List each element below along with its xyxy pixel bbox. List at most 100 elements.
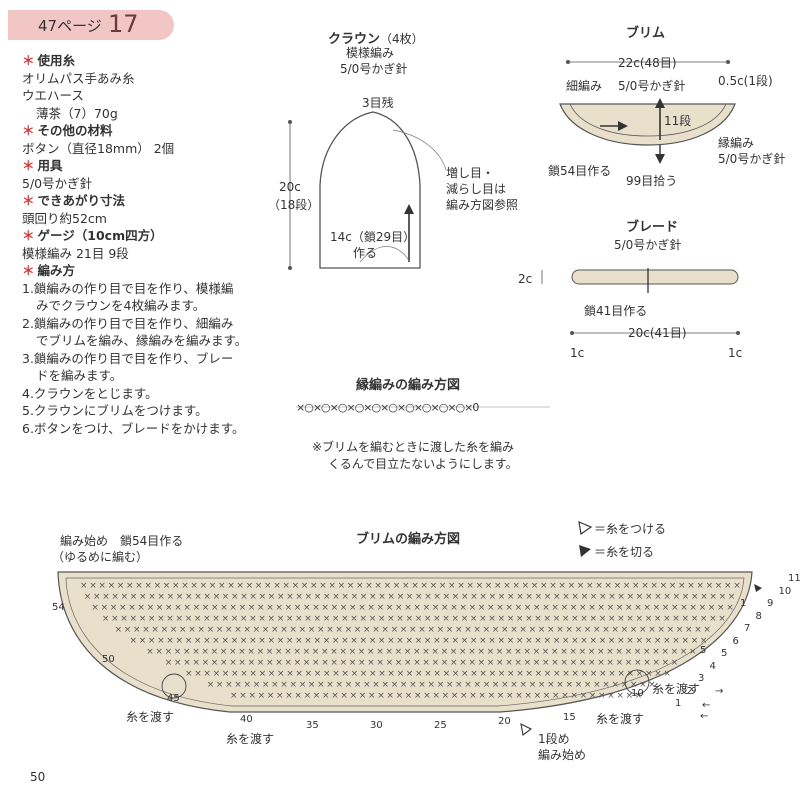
stitch-mark: × [498,636,506,646]
stitch-mark: × [660,581,668,591]
stitch-mark: × [310,581,318,591]
stitch-mark: × [621,625,629,635]
stitch-mark: × [111,614,119,624]
stitch-mark: × [229,603,237,613]
stitch-mark: × [418,625,426,635]
stitch-mark: × [607,603,615,613]
stitch-mark: × [455,680,463,690]
stitch-mark: × [277,669,285,679]
stitch-mark: × [146,647,154,657]
stitch-mark: × [384,581,392,591]
bottom-number: 30 [370,720,383,731]
crown-hook: 5/0号かぎ針 [340,62,408,76]
stitch-mark: × [144,581,152,591]
legend-cut: ＝糸を切る [594,545,655,559]
brim-chain: 鎖54目作る [548,164,612,178]
step-line: 2.鎖編みの作り目で目を作り、細編み [22,315,234,331]
stitch-mark: × [535,669,543,679]
stitch-mark: × [492,680,500,690]
stitch-mark: × [148,614,156,624]
materials-section: ＊使用糸 オリムパス手あみ糸 ウエハース 薄茶（7）70g ＊その他の材料 ボタ… [22,52,292,437]
stitch-mark: × [694,625,702,635]
brim-rows: 11段 [664,114,692,128]
brim-pickup: 99目拾う [626,174,678,188]
stitch-mark: × [117,581,125,591]
row-number: 3 [698,673,705,684]
stitch-mark: × [249,669,257,679]
chart-row1-label: 編み始め [538,748,587,762]
stitch-mark: × [424,669,432,679]
stitch-mark: × [561,691,569,701]
stitch-mark: × [304,614,312,624]
stitch-mark: × [489,592,497,602]
stitch-mark: × [360,636,368,646]
yarn-line: ウエハース [22,88,84,103]
stitch-mark: × [580,614,588,624]
stitch-mark: × [575,680,583,690]
stitch-mark: × [460,691,468,701]
stitch-mark: × [452,592,460,602]
tools-heading: ＊用具 [22,158,63,173]
stitch-mark: × [231,669,239,679]
stitch-mark: × [595,581,603,591]
stitch-mark: × [531,581,539,591]
row-arrow: ← [702,700,711,711]
stitch-mark: × [643,658,651,668]
step-line: 1.鎖編みの作り目で目を作り、模様編 [22,280,234,296]
stitch-mark: × [253,625,261,635]
stitch-mark: × [338,581,346,591]
stitch-mark: × [387,592,395,602]
braid-hook: 5/0号かぎ針 [614,238,682,252]
stitch-mark: × [377,603,385,613]
stitch-mark: × [229,647,237,657]
stitch-mark: × [239,691,247,701]
stitch-mark: × [608,636,616,646]
stitch-mark: × [553,614,561,624]
stitch-mark: × [230,691,238,701]
stitch-mark: × [672,636,680,646]
stitch-mark: × [248,658,256,668]
stitch-mark: × [442,636,450,646]
stitch-mark: × [645,592,653,602]
stitch-mark: × [535,592,543,602]
bottom-number: 35 [306,720,319,731]
stitch-mark: × [606,647,614,657]
yarn-heading: ＊使用糸 [22,53,76,68]
stitch-mark: × [294,603,302,613]
stitch-mark: × [406,592,414,602]
stitch-mark: × [415,592,423,602]
stitch-mark: × [268,636,276,646]
stitch-mark: × [604,581,612,591]
stitch-mark: × [562,636,570,646]
stitch-mark: × [341,636,349,646]
stitch-mark: × [240,614,248,624]
stitch-mark: × [522,581,530,591]
legend-attach: ＝糸をつける [594,522,667,536]
stitch-mark: × [478,603,486,613]
stitch-mark: × [533,658,541,668]
stitch-mark: × [165,658,173,668]
brim-hook: 5/0号かぎ針 [618,79,686,93]
stitch-mark: × [446,625,454,635]
stitch-mark: × [84,592,92,602]
row-arrow: → [715,686,724,697]
stitch-mark: × [459,658,467,668]
brim-chart-title: ブリムの編み方図 [356,532,461,547]
stitch-mark: × [575,625,583,635]
stitch-mark: × [248,603,256,613]
stitch-mark: × [378,669,386,679]
stitch-mark: × [556,625,564,635]
stitch-mark: × [277,592,285,602]
stitch-mark: × [689,647,697,657]
stitch-mark: × [617,592,625,602]
stitch-mark: × [303,647,311,657]
stitch-mark: × [286,592,294,602]
stitch-mark: × [625,603,633,613]
method-heading: ＊編み方 [22,263,76,278]
stitch-mark: × [299,625,307,635]
stitch-mark: × [597,647,605,657]
stitch-mark: × [498,669,506,679]
stitch-mark: × [427,625,435,635]
stitch-mark: × [147,603,155,613]
stitch-mark: × [487,647,495,657]
